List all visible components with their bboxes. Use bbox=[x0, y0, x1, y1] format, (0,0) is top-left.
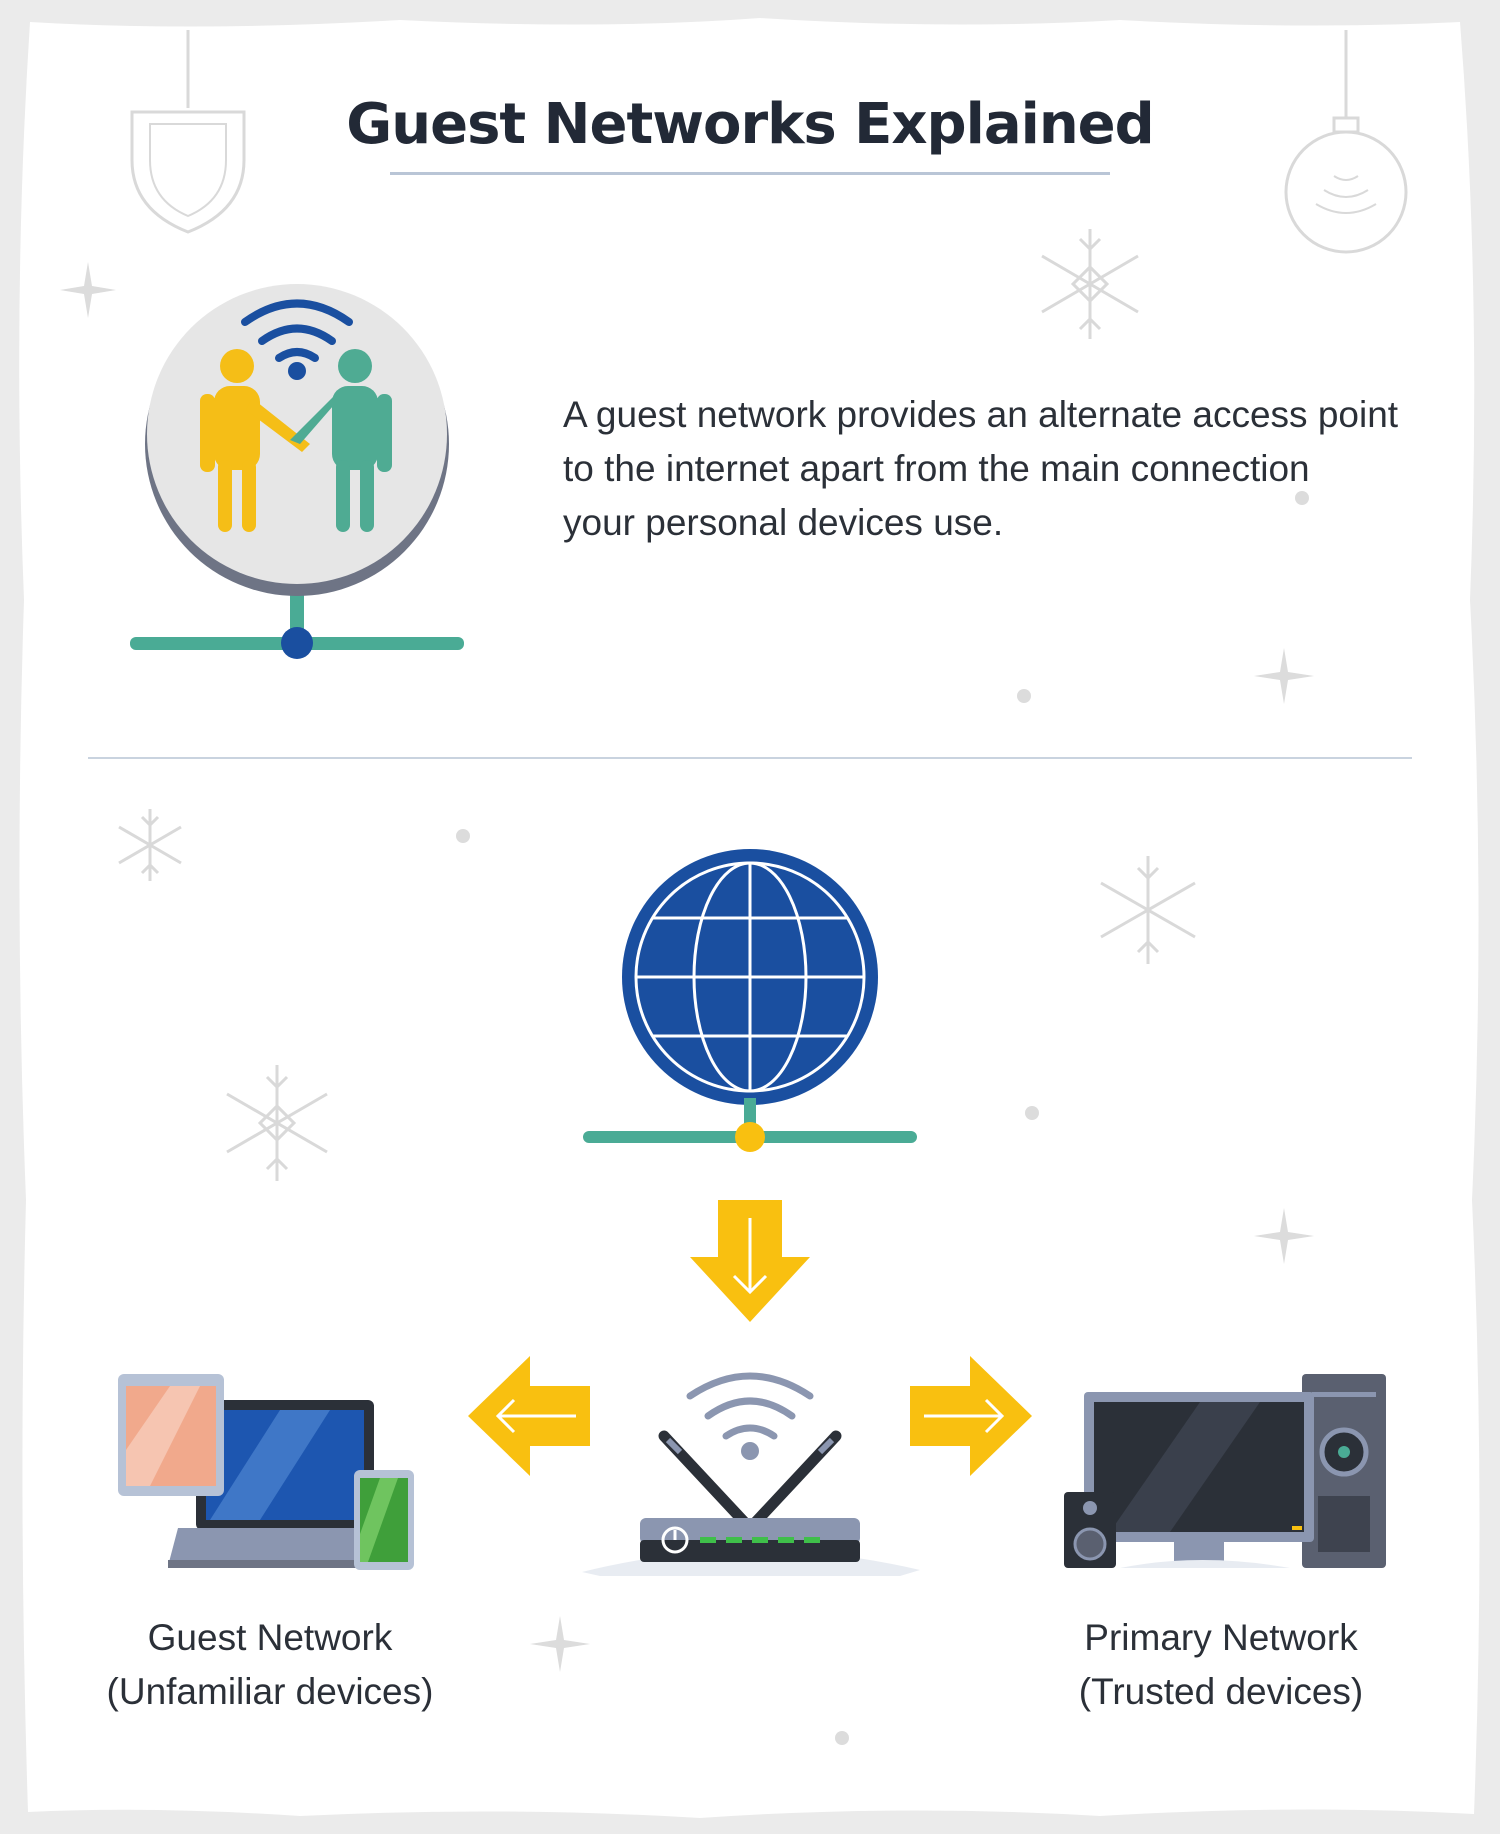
shield-ornament-icon bbox=[130, 110, 246, 234]
guest-caption-title: Guest Network bbox=[147, 1617, 393, 1658]
page-title: Guest Networks Explained bbox=[346, 92, 1155, 157]
description-line-3: your personal devices use. bbox=[563, 502, 1004, 543]
section-divider bbox=[88, 757, 1412, 759]
guest-network-caption: Guest Network (Unfamiliar devices) bbox=[60, 1611, 480, 1719]
primary-caption-subtitle: (Trusted devices) bbox=[1078, 1671, 1364, 1712]
description-line-2: to the internet apart from the main conn… bbox=[563, 448, 1310, 489]
primary-devices-icon bbox=[1064, 1374, 1386, 1568]
right-arrow-icon bbox=[910, 1356, 1032, 1476]
description: A guest network provides an alternate ac… bbox=[563, 388, 1423, 550]
title-underline bbox=[390, 172, 1110, 175]
description-line-1: A guest network provides an alternate ac… bbox=[563, 394, 1399, 435]
primary-caption-title: Primary Network bbox=[1084, 1617, 1358, 1658]
snowflake-icons bbox=[118, 229, 1196, 1181]
router-icon bbox=[582, 1372, 920, 1576]
sparkle-icons bbox=[60, 262, 1314, 1745]
guest-devices-icon bbox=[118, 1374, 414, 1570]
ball-ornament-icon bbox=[1284, 130, 1408, 254]
yellow-person-icon bbox=[200, 349, 310, 532]
teal-person-icon bbox=[290, 349, 392, 532]
guest-caption-subtitle: (Unfamiliar devices) bbox=[106, 1671, 434, 1712]
globe-icon bbox=[622, 849, 878, 1105]
wifi-icon bbox=[241, 299, 353, 362]
network-node-icon bbox=[281, 627, 313, 659]
left-arrow-icon bbox=[468, 1356, 590, 1476]
down-arrow-icon bbox=[690, 1200, 810, 1322]
internet-node-icon bbox=[735, 1122, 765, 1152]
primary-network-caption: Primary Network (Trusted devices) bbox=[1011, 1611, 1431, 1719]
